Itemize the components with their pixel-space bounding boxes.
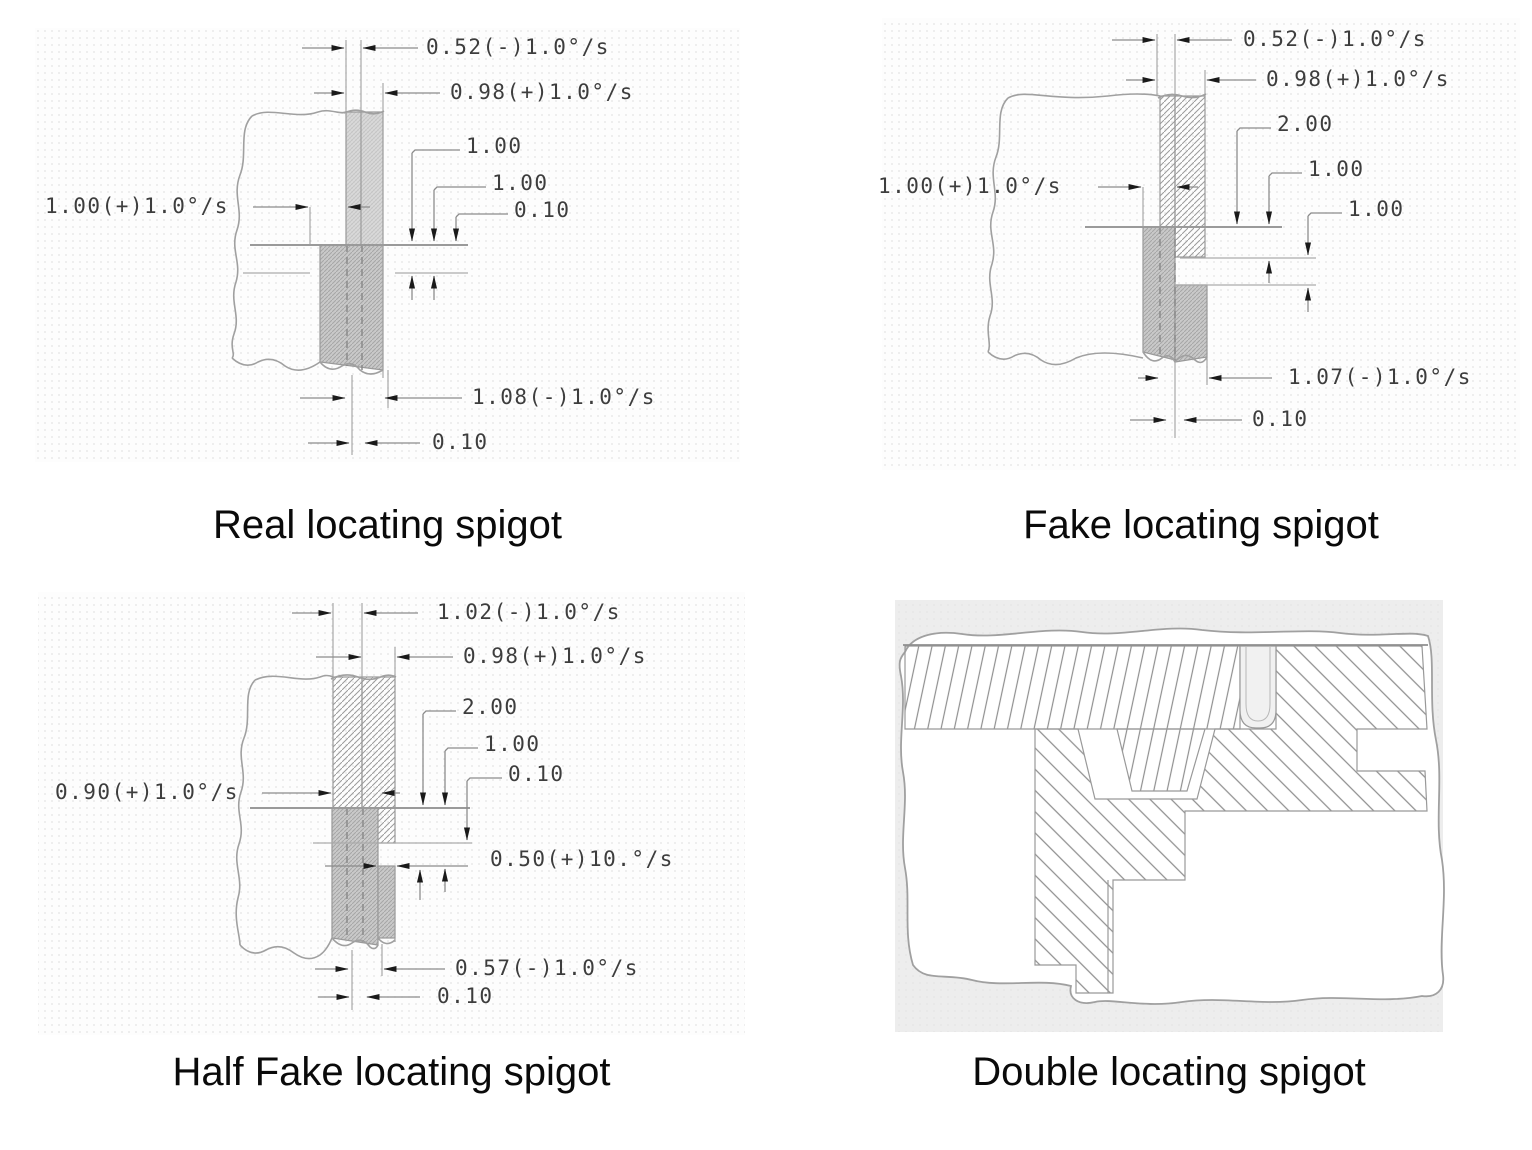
dim-label-top1: 0.52(-)1.0°/s <box>426 35 610 59</box>
dim-label-step2: 1.00 <box>1308 157 1365 181</box>
dim-label-top1: 1.02(-)1.0°/s <box>437 600 621 624</box>
dim-label-step2: 1.00 <box>484 732 541 756</box>
panel-real-locating-spigot: 0.52(-)1.0°/s 0.98(+)1.0°/s 1.00 1.00 0.… <box>45 35 656 455</box>
dim-label-step1: 1.00 <box>466 134 523 158</box>
dim-label-step3: 0.10 <box>508 762 565 786</box>
caption-halffake-locating-spigot: Half Fake locating spigot <box>172 1050 611 1094</box>
dim-label-top2: 0.98(+)1.0°/s <box>450 80 634 104</box>
panel-halffake-locating-spigot: 1.02(-)1.0°/s 0.98(+)1.0°/s 2.00 1.00 0.… <box>55 600 674 1010</box>
caption-double-locating-spigot: Double locating spigot <box>972 1050 1366 1094</box>
dim-label-bottom2: 0.10 <box>432 430 489 454</box>
lower-insert-strip <box>331 807 396 1010</box>
rounded-recess <box>1239 645 1277 729</box>
dim-label-top2: 0.98(+)1.0°/s <box>1266 67 1450 91</box>
dim-label-bottom1: 1.08(-)1.0°/s <box>472 385 656 409</box>
dim-label-step2: 1.00 <box>492 171 549 195</box>
top-plate-hatched <box>904 645 1241 730</box>
dim-label-step1: 2.00 <box>1277 112 1334 136</box>
dimensions: 0.52(-)1.0°/s 0.98(+)1.0°/s 1.00 1.00 0.… <box>45 35 656 454</box>
lower-insert-strip <box>319 244 384 455</box>
dim-label-step1: 2.00 <box>462 695 519 719</box>
dim-label-top1: 0.52(-)1.0°/s <box>1243 27 1427 51</box>
mold-block <box>235 674 334 960</box>
upper-insert-strip <box>343 109 385 246</box>
dim-label-step3: 1.00 <box>1348 197 1405 221</box>
mold-block <box>987 93 1161 366</box>
dim-label-left: 1.00(+)1.0°/s <box>878 174 1062 198</box>
panel-fake-locating-spigot: 0.52(-)1.0°/s 0.98(+)1.0°/s 2.00 1.00 1.… <box>878 27 1472 438</box>
dim-label-bottom2: 0.10 <box>1252 407 1309 431</box>
dim-label-mid: 0.50(+)10.°/s <box>490 847 674 871</box>
dim-label-step3: 0.10 <box>514 198 571 222</box>
middle-plate-hatched <box>1034 645 1428 994</box>
locating-tongue <box>1116 728 1206 792</box>
dim-label-bottom2: 0.10 <box>437 984 494 1008</box>
caption-real-locating-spigot: Real locating spigot <box>212 503 563 547</box>
upper-insert-strip <box>1157 93 1207 258</box>
dim-label-left: 0.90(+)1.0°/s <box>55 780 239 804</box>
dim-label-bottom1: 0.57(-)1.0°/s <box>455 956 639 980</box>
panel-double-locating-spigot <box>898 627 1445 1005</box>
dim-label-left: 1.00(+)1.0°/s <box>45 194 229 218</box>
dim-label-bottom1: 1.07(-)1.0°/s <box>1288 365 1472 389</box>
dimensions: 0.52(-)1.0°/s 0.98(+)1.0°/s 2.00 1.00 1.… <box>878 27 1472 431</box>
mold-block <box>231 109 347 371</box>
caption-fake-locating-spigot: Fake locating spigot <box>1023 503 1379 547</box>
dim-label-top2: 0.98(+)1.0°/s <box>463 644 647 668</box>
dimensions: 1.02(-)1.0°/s 0.98(+)1.0°/s 2.00 1.00 0.… <box>55 600 674 1008</box>
